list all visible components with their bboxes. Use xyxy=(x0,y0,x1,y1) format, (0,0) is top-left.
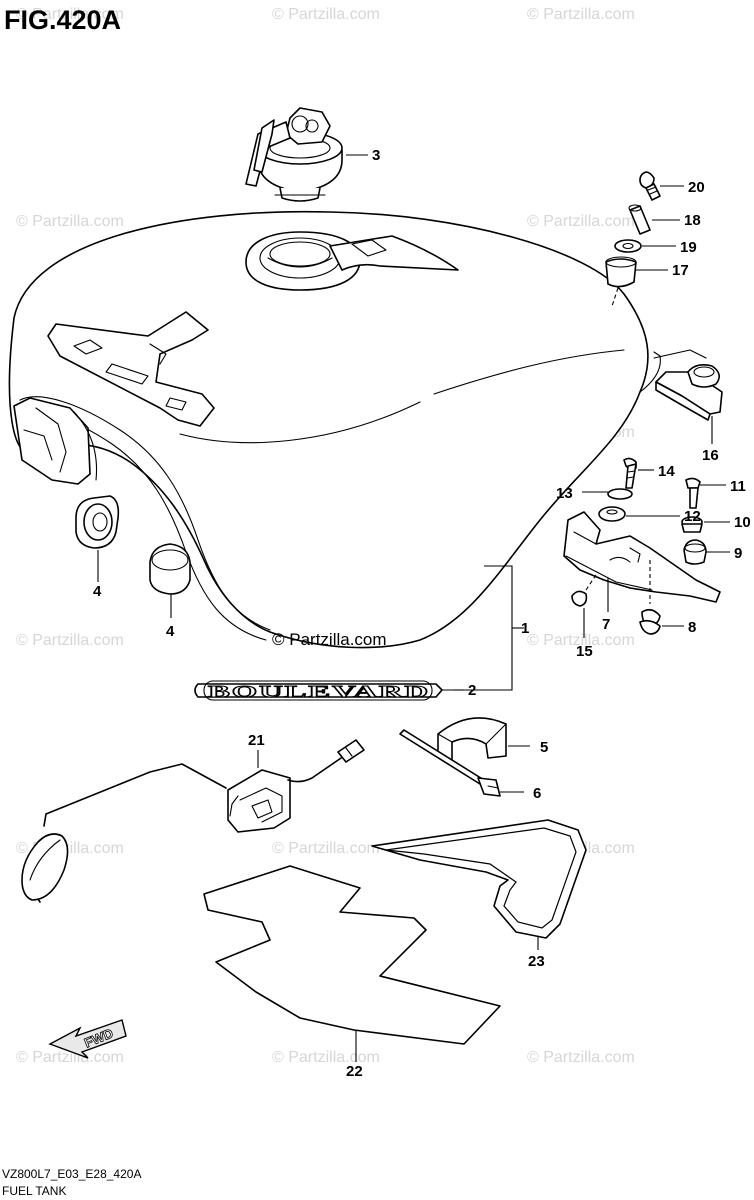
center-watermark: © Partzilla.com xyxy=(272,630,387,649)
callout-18: 18 xyxy=(684,212,701,229)
figure-title: FIG.420A xyxy=(4,5,121,35)
callout-11: 11 xyxy=(730,478,746,495)
watermark: © Partzilla.com xyxy=(527,1049,635,1066)
watermark: © Partzilla.com xyxy=(272,6,380,23)
watermark: © Partzilla.com xyxy=(16,632,124,649)
callout-10: 10 xyxy=(734,514,751,531)
watermark: © Partzilla.com xyxy=(16,6,124,23)
watermark: © Partzilla.com xyxy=(16,1049,124,1066)
callout-13: 13 xyxy=(556,485,573,502)
callout-1: 1 xyxy=(521,620,529,637)
callout-15: 15 xyxy=(576,643,593,660)
callout-21: 21 xyxy=(248,732,265,749)
watermark: © Partzilla.com xyxy=(272,840,380,857)
callout-numbers: 1 2 3 4 4 5 6 7 8 9 10 11 12 13 14 15 16… xyxy=(93,147,751,1080)
callout-2: 2 xyxy=(468,682,476,699)
rear-mount-stack-drawing xyxy=(605,171,723,421)
callout-8: 8 xyxy=(688,619,696,636)
diagram-caption: FUEL TANK xyxy=(2,1184,66,1198)
callout-3: 3 xyxy=(372,147,380,164)
callout-22: 22 xyxy=(346,1063,363,1080)
fwd-label: FWD xyxy=(82,1025,115,1050)
callout-4: 4 xyxy=(166,623,175,640)
watermark: © Partzilla.com xyxy=(527,6,635,23)
callout-19: 19 xyxy=(680,239,697,256)
boulevard-emblem-drawing: BOULEVARD xyxy=(194,680,443,702)
callout-6: 6 xyxy=(533,785,541,802)
seal-drawing xyxy=(371,819,587,939)
fuel-tank-drawing xyxy=(8,210,661,649)
damper-rubbers-drawing xyxy=(75,495,191,595)
watermark: © Partzilla.com xyxy=(16,213,124,230)
fuel-cap-drawing xyxy=(245,107,343,202)
watermark: © Partzilla.com xyxy=(527,213,635,230)
callout-14: 14 xyxy=(658,463,675,480)
callout-7: 7 xyxy=(602,616,610,633)
diagram-code: VZ800L7_E03_E28_420A xyxy=(2,1167,141,1181)
watermark: © Partzilla.com xyxy=(272,1049,380,1066)
callout-20: 20 xyxy=(688,179,705,196)
callout-12: 12 xyxy=(684,508,701,525)
bracket-assembly-drawing xyxy=(563,457,721,635)
fuel-sender-drawing xyxy=(21,739,365,903)
callout-4: 4 xyxy=(93,583,102,600)
insulator-drawing xyxy=(203,865,501,1045)
callout-16: 16 xyxy=(702,447,719,464)
callout-5: 5 xyxy=(540,739,548,756)
callout-17: 17 xyxy=(672,262,689,279)
callout-23: 23 xyxy=(528,953,545,970)
leader-lines xyxy=(97,154,730,1062)
watermark: © Partzilla.com xyxy=(527,632,635,649)
callout-9: 9 xyxy=(734,545,742,562)
emblem-text: BOULEVARD xyxy=(208,682,430,701)
cushion-and-tie-drawing xyxy=(399,717,507,797)
